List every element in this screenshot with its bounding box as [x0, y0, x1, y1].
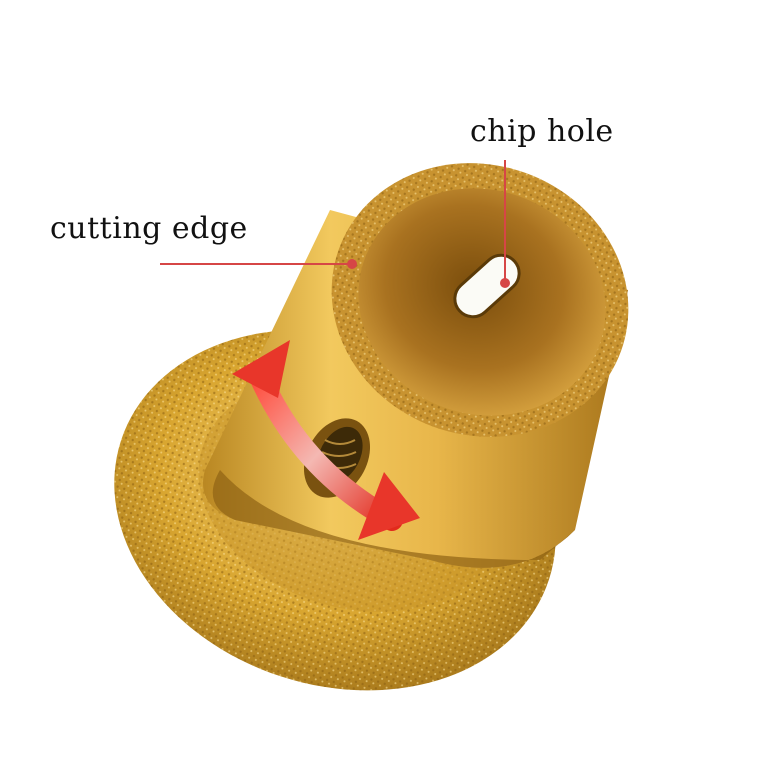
curved-double-arrow-icon [232, 340, 420, 540]
cutting-edge-leader [160, 259, 357, 269]
chip-hole-slot [453, 253, 521, 319]
cutting-edge-label: cutting edge [50, 211, 248, 246]
chip-hole-leader [500, 160, 510, 288]
chip-hole-label: chip hole [470, 114, 614, 149]
